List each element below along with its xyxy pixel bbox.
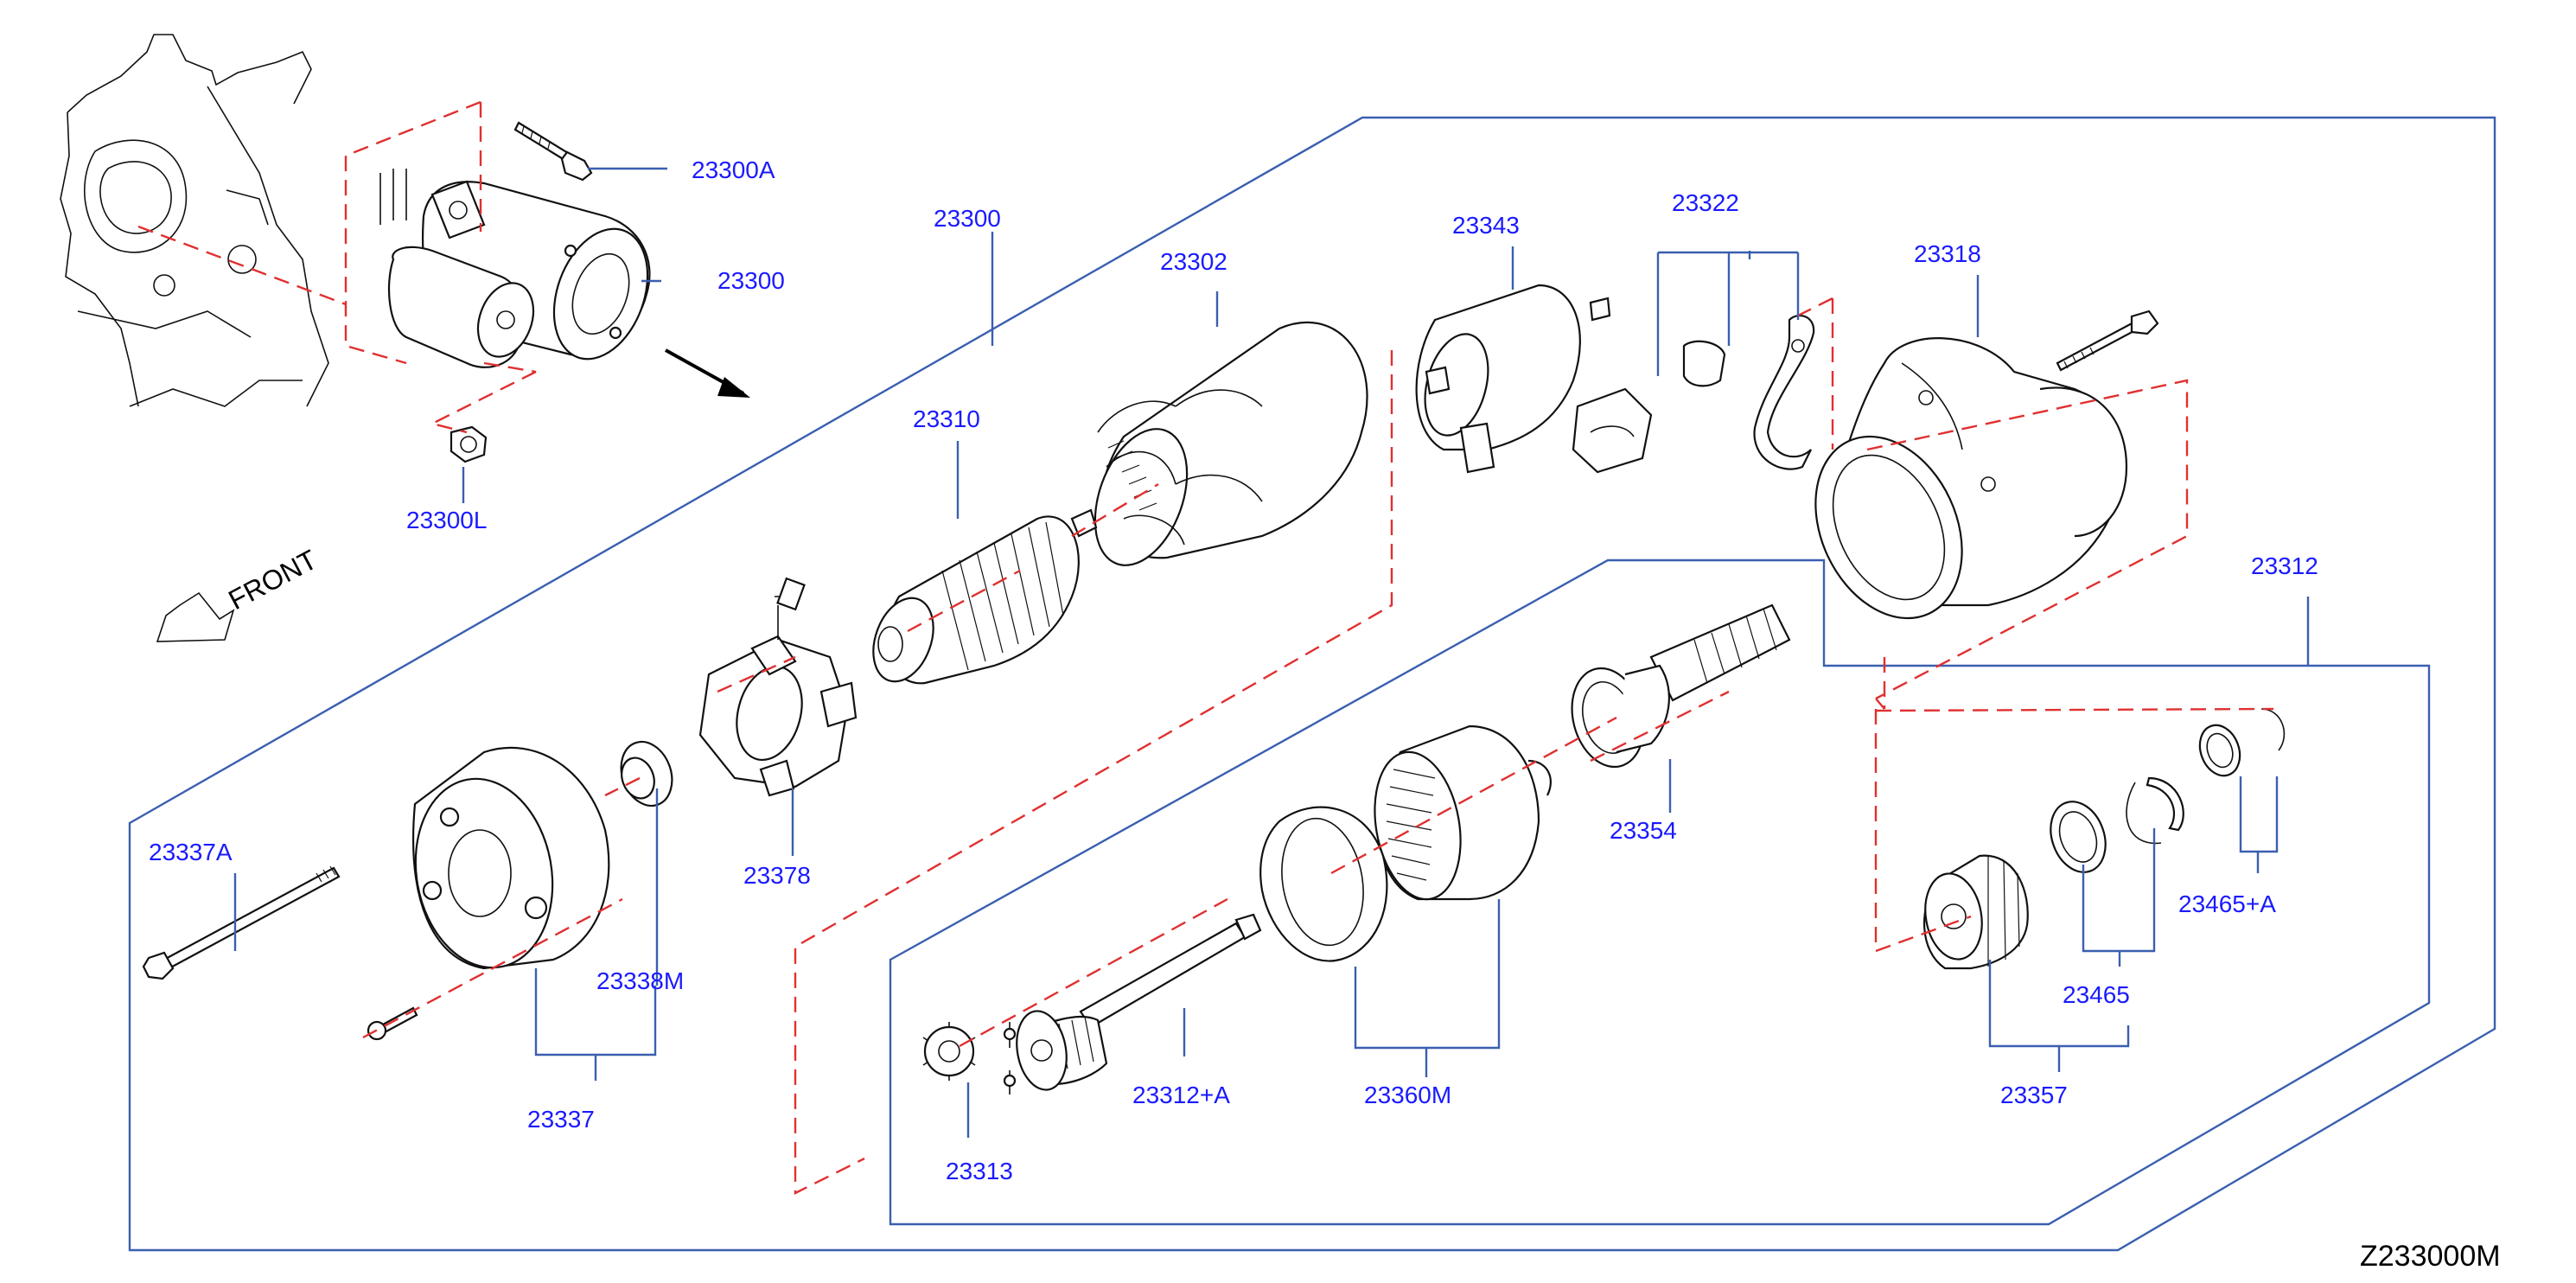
part-label-23337[interactable]: 23337 xyxy=(527,1106,595,1133)
part-label-23465A[interactable]: 23465+A xyxy=(2178,890,2276,917)
nut-23300L-sketch xyxy=(450,425,488,463)
yoke-23302-sketch xyxy=(1094,321,1368,566)
center-line-frame-pinion xyxy=(1874,707,2274,953)
part-label-23312[interactable]: 23312 xyxy=(2251,552,2318,579)
part-label-23338M[interactable]: 23338M xyxy=(596,967,684,994)
part-label-23322[interactable]: 23322 xyxy=(1672,189,1739,216)
center-line-frame-front xyxy=(1789,297,2189,710)
part-label-23360M[interactable]: 23360M xyxy=(1364,1082,1451,1108)
part-label-23343[interactable]: 23343 xyxy=(1452,212,1520,239)
rings-23465A-sketch xyxy=(2198,708,2286,777)
brush-holder-23378-sketch xyxy=(698,577,858,797)
rings-23465-sketch xyxy=(2050,776,2184,873)
front-label: FRONT xyxy=(223,544,322,616)
part-label-23300L[interactable]: 23300L xyxy=(406,507,487,533)
gear-shaft-23312A-sketch xyxy=(1003,913,1262,1095)
part-label-23300A[interactable]: 23300A xyxy=(692,156,775,183)
center-line-rear-axis xyxy=(362,482,1730,1048)
part-label-23465[interactable]: 23465 xyxy=(2063,981,2130,1008)
part-label-23354[interactable]: 23354 xyxy=(1610,817,1677,844)
front-arrow-icon xyxy=(156,591,235,642)
part-label-23337A[interactable]: 23337A xyxy=(149,839,233,865)
part-label-23310[interactable]: 23310 xyxy=(913,405,980,432)
part-label-23300-top[interactable]: 23300 xyxy=(717,267,785,294)
center-line-frame-yoke xyxy=(794,350,1393,1195)
part-label-23312A[interactable]: 23312+A xyxy=(1132,1082,1230,1108)
pinion-23357-sketch xyxy=(1923,854,2029,970)
starter-assembled-sketch xyxy=(379,169,651,368)
part-label-23302[interactable]: 23302 xyxy=(1160,248,1227,275)
solenoid-23343-sketch xyxy=(1415,284,1611,474)
assembly-outline xyxy=(128,116,2496,1252)
front-housing-23318-sketch xyxy=(1814,337,2128,620)
armature-group-outline xyxy=(889,559,2431,1226)
part-label-23300[interactable]: 23300 xyxy=(934,205,1001,232)
center-line-top xyxy=(137,100,537,434)
through-bolt-23337A-sketch xyxy=(142,865,341,980)
pinion-shaft-23354-sketch xyxy=(1571,603,1791,769)
housing-bolt-sketch xyxy=(2056,310,2159,372)
part-label-23313[interactable]: 23313 xyxy=(946,1158,1013,1184)
diagram-code: Z233000M xyxy=(2360,1240,2501,1273)
engine-block-sketch xyxy=(60,34,329,407)
leaders xyxy=(233,167,2310,1138)
plunger-parts-23322-sketch xyxy=(1572,314,1815,474)
bolt-23300A-sketch xyxy=(513,121,593,182)
part-label-23357[interactable]: 23357 xyxy=(2000,1082,2068,1108)
planet-gear-23313-sketch xyxy=(922,1022,976,1081)
direction-arrow xyxy=(665,348,750,398)
bushing-23338M-sketch xyxy=(620,740,673,807)
rear-housing-23337-sketch xyxy=(412,746,610,970)
clutch-23360M-sketch xyxy=(1259,724,1552,962)
armature-23310-sketch xyxy=(872,508,1098,685)
part-label-23318[interactable]: 23318 xyxy=(1914,240,1981,267)
part-label-23378[interactable]: 23378 xyxy=(743,862,811,889)
